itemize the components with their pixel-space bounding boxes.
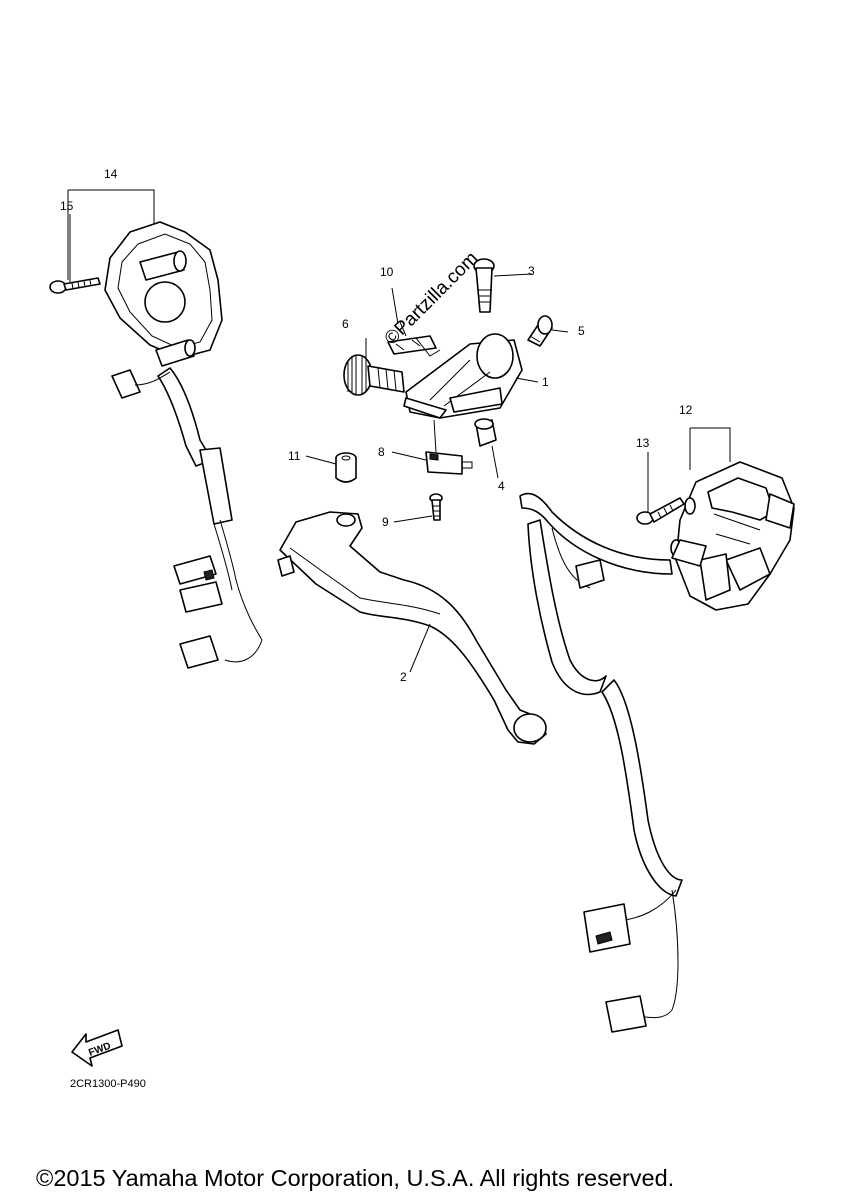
spring-clip bbox=[387, 321, 441, 357]
lever-adjuster bbox=[343, 354, 405, 396]
switch-screw bbox=[429, 493, 443, 521]
clutch-switch bbox=[425, 451, 473, 475]
callout-15: 15 bbox=[60, 199, 74, 213]
callout-5: 5 bbox=[578, 324, 585, 338]
copyright-notice: ©2015 Yamaha Motor Corporation, U.S.A. A… bbox=[36, 1165, 674, 1191]
clutch-lever bbox=[277, 511, 547, 745]
left-switch-wire-harness bbox=[111, 367, 263, 669]
leader-lines bbox=[67, 189, 731, 673]
callout-2: 2 bbox=[400, 670, 407, 684]
fwd-arrow-icon: FWD bbox=[71, 1029, 123, 1067]
pivot-bolt bbox=[473, 258, 495, 313]
collar bbox=[335, 452, 357, 483]
right-switch-wire-harness bbox=[519, 492, 683, 1033]
diagram-code: 2CR1300-P490 bbox=[70, 1078, 146, 1090]
callout-12: 12 bbox=[679, 403, 693, 417]
callout-3: 3 bbox=[528, 264, 535, 278]
callout-6: 6 bbox=[342, 317, 349, 331]
left-handlebar-switch bbox=[49, 221, 223, 367]
callout-8: 8 bbox=[378, 445, 385, 459]
callout-9: 9 bbox=[382, 515, 389, 529]
callout-11: 11 bbox=[288, 449, 301, 463]
callout-labels: 14 15 10 3 6 5 1 12 13 11 8 4 9 2 bbox=[60, 167, 693, 684]
callout-14: 14 bbox=[104, 167, 118, 181]
clamp-bolt bbox=[527, 315, 553, 347]
callout-4: 4 bbox=[498, 479, 505, 493]
watermark-text: ©Partzilla.com bbox=[381, 248, 483, 350]
callout-13: 13 bbox=[636, 436, 650, 450]
nut bbox=[474, 418, 497, 447]
callout-1: 1 bbox=[542, 375, 549, 389]
lever-bracket bbox=[403, 333, 523, 419]
callout-10: 10 bbox=[380, 265, 394, 279]
right-handlebar-switch bbox=[636, 461, 795, 611]
